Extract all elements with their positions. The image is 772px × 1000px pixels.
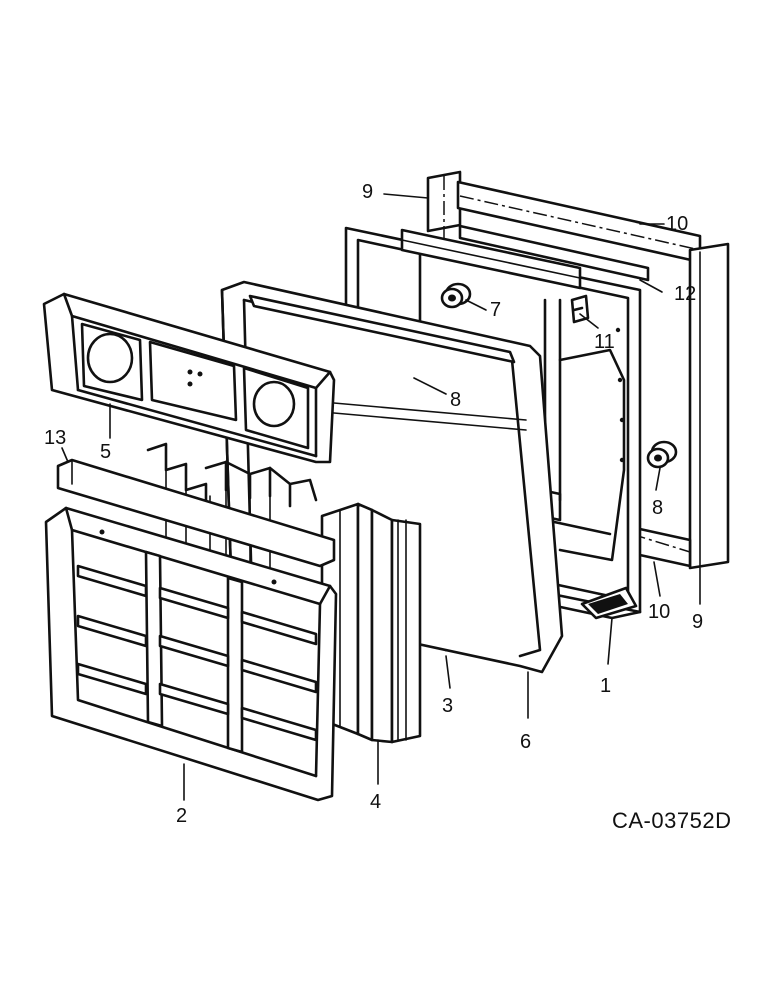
callout-9-bottom: 9	[692, 611, 703, 633]
callout-10-bottom: 10	[648, 601, 670, 623]
drawing-code: CA-03752D	[612, 808, 731, 833]
callout-11: 11	[594, 331, 615, 353]
callout-5: 5	[100, 441, 111, 463]
callout-7: 7	[490, 299, 501, 321]
callout-9-top: 9	[362, 181, 373, 203]
leader-lines	[61, 193, 701, 801]
grommet-8-lower	[646, 440, 678, 469]
grille-2	[44, 506, 338, 802]
clip-11	[570, 294, 590, 324]
callout-1: 1	[600, 675, 611, 697]
callout-2: 2	[176, 805, 187, 827]
callout-6: 6	[520, 731, 531, 753]
callout-13: 13	[44, 427, 66, 449]
seal-strip-13	[56, 458, 336, 568]
callout-labels: 9 10 12 7 11 8 5 13 8 10 9 1 3 6 4 2	[44, 181, 703, 827]
callout-12: 12	[674, 283, 696, 305]
grommet-7	[440, 282, 472, 309]
callout-10-top: 10	[666, 213, 688, 235]
callout-8-upper: 8	[450, 389, 461, 411]
callout-8-lower: 8	[652, 497, 663, 519]
callout-3: 3	[442, 695, 453, 717]
callout-4: 4	[370, 791, 381, 813]
headlamp-panel-5	[42, 292, 336, 464]
